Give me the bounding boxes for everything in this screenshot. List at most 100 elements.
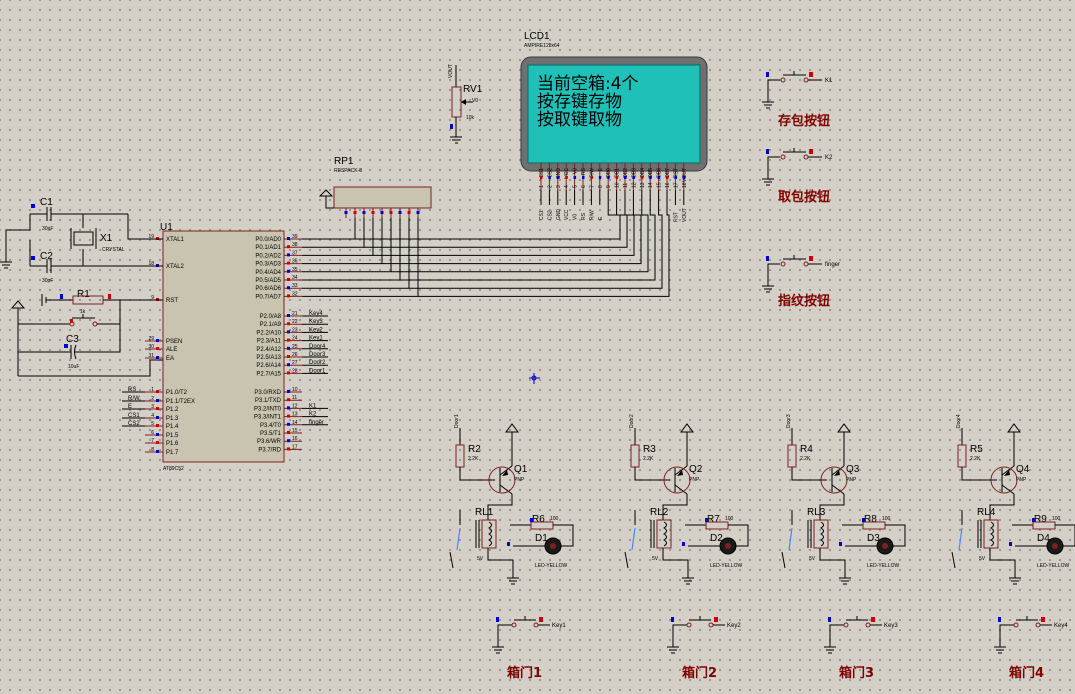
oscillator-circuit[interactable]: C1 30pF C2 30pF X1 CRYSTAL	[0, 197, 163, 284]
led-ref: D1	[535, 533, 548, 544]
mcu-pin-state	[156, 416, 159, 419]
door-caption: 箱门4	[1009, 665, 1044, 681]
mcu-pin-state	[287, 245, 290, 249]
mcu-pin-name: P3.4/T0	[260, 423, 282, 429]
led-part: LED-YELLOW	[535, 563, 568, 569]
lcd-pin-number: 12	[631, 182, 637, 188]
mcu-pin-state	[287, 390, 290, 393]
mcu-pin-name: PSEN	[166, 339, 182, 345]
relay-ref: RL2	[650, 507, 669, 518]
mcu-pin-name: P3.1/TXD	[255, 398, 282, 404]
relay-voltage: 5V	[652, 556, 659, 562]
base-resistor-ref: R4	[800, 444, 813, 455]
lcd-net-label: CS2	[547, 210, 553, 220]
mcu-pin-name: P0.5/AD5	[255, 278, 281, 284]
rp1-resistor-pack[interactable]: RP1 RESPACK-8	[318, 156, 432, 218]
mcu-pin-name: P3.7/RD	[258, 447, 281, 453]
lcd-pin-name: DB6	[657, 168, 663, 178]
mcu-pin-name: P3.2/INT0	[254, 406, 282, 412]
r1-value: 1k	[80, 309, 86, 315]
lcd-pin-name: R/W	[589, 168, 595, 178]
mcu-pin-number: 14	[292, 420, 298, 426]
transistor-ref: Q2	[689, 464, 703, 475]
bus-wire	[302, 190, 663, 289]
door-key-net: Key4	[1054, 623, 1068, 629]
mcu-pin-number: 29	[148, 336, 154, 342]
door-net-label: Door4	[956, 414, 962, 428]
mcu-pin-name: P1.2	[166, 407, 179, 413]
lcd-ref: LCD1	[524, 31, 550, 42]
door-key-net: Key2	[727, 623, 741, 629]
mcu-pin-state	[287, 355, 290, 358]
lcd-pin-state	[607, 176, 610, 179]
lcd-pin-number: 17	[673, 182, 679, 188]
led-resistor-ref: R6	[532, 514, 545, 525]
lcd-pin-number: 13	[640, 182, 646, 188]
mcu-pin-state	[287, 294, 290, 298]
relay-ref: RL4	[977, 507, 996, 518]
led-ref: D4	[1037, 533, 1050, 544]
mcu-pin-state	[287, 371, 290, 375]
mcu-body	[162, 230, 285, 463]
mcu-pin-number: 21	[292, 311, 298, 317]
lcd-line-2: 按存键存物	[537, 92, 622, 112]
mcu-pin-name: P2.1/A9	[260, 322, 282, 328]
mcu-pin-name: P0.1/AD1	[255, 245, 281, 251]
mcu-pin-number: 25	[292, 344, 298, 350]
button-net-label: K1	[825, 78, 833, 84]
mcu-pin-name: P0.0/AD0	[255, 237, 281, 243]
reset-circuit[interactable]: R1 1k C3 10uF	[10, 289, 163, 377]
relay-voltage: 5V	[477, 556, 484, 562]
p2-net-label: Door4	[309, 344, 326, 350]
lcd-pin-state	[624, 176, 627, 179]
rv1-net: VOUT	[448, 64, 454, 78]
lcd-pin-state	[565, 176, 568, 179]
door-caption: 箱门1	[507, 665, 542, 681]
mcu-pin-number: 19	[148, 234, 154, 240]
button-caption: 指纹按钮	[778, 293, 830, 309]
mcu-pin-number: 3	[151, 404, 154, 410]
led-part: LED-YELLOW	[1037, 563, 1070, 569]
lcd-module[interactable]: LCD1 AMPIRE128x64 当前空箱:4个 按存键存物 按取键取物 CS…	[520, 31, 708, 222]
door-key-net: Key3	[884, 623, 898, 629]
x1-ref: X1	[100, 233, 113, 244]
rv1-potentiometer[interactable]: RV1 V0 10k VOUT	[448, 64, 483, 144]
lcd-pin-number: 3	[556, 185, 562, 188]
mcu-pin-number: 5	[151, 421, 154, 427]
mcu-pin-number: 24	[292, 336, 298, 342]
mcu-pin-name: P0.4/AD4	[255, 270, 281, 276]
rp1-pin-state	[344, 211, 348, 214]
mcu-pin-number: 4	[151, 413, 154, 419]
lcd-pin-name: GND	[556, 168, 562, 180]
mcu-pin-state	[287, 422, 290, 426]
p2-net-label: Key1	[309, 336, 323, 342]
lcd-pin-state	[674, 176, 677, 179]
mcu-pin-state	[287, 439, 290, 443]
lcd-pin-state	[632, 176, 635, 179]
mcu-pin-state	[287, 322, 290, 326]
bus-wire	[302, 190, 642, 265]
mcu-pin-state	[287, 261, 290, 265]
mcu-pin-state	[287, 269, 290, 273]
rp1-pin-state	[389, 211, 393, 214]
mcu-at89c52[interactable]: U1 AT89C52 XTAL119XTAL218RST9PSEN29ALE30…	[122, 222, 328, 472]
rp1-pin-state	[398, 211, 402, 214]
lcd-net-label: GND	[556, 209, 562, 221]
lcd-pin-name: DB2	[623, 168, 629, 178]
led-resistor-value: 100	[882, 516, 891, 522]
mcu-pin-name: RST	[166, 298, 178, 304]
mcu-pin-state	[287, 414, 290, 418]
mcu-pin-name: P2.4/A12	[256, 347, 281, 353]
mcu-pin-number: 31	[148, 353, 154, 359]
lcd-pin-name: VCC	[564, 168, 570, 179]
